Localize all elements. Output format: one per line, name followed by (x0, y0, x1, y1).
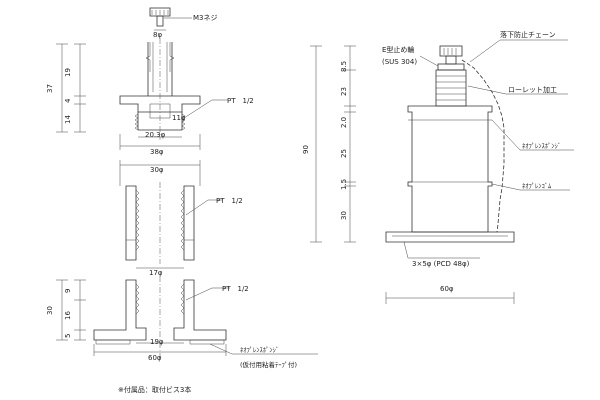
dim-19-phi: 19φ (150, 338, 164, 346)
bolt-holes-label: 3×5φ (PCD 48φ) (412, 260, 470, 268)
assembly-cap (439, 45, 463, 57)
sponge-note-bottom: (仮付用粘着ﾃｰﾌﾟ付) (240, 360, 297, 369)
dim-5: 5 (64, 334, 72, 338)
rubber-label-right: ﾈｵﾌﾟﾚﾝｺﾞﾑ (522, 182, 552, 190)
dim-30-left: 30 (46, 306, 54, 315)
e-ring-label: E型止め輪 (382, 45, 414, 54)
sponge-label-bottom: ﾈｵﾌﾟﾚﾝｽﾎﾟﾝｼﾞ (240, 346, 279, 354)
dim-25: 25 (340, 149, 348, 158)
e-ring-material: (SUS 304) (382, 58, 417, 66)
dim-16: 16 (64, 311, 72, 320)
dim-17-phi: 17φ (149, 269, 163, 277)
pt-label-top: PT 1/2 (227, 97, 254, 105)
dim-1-5: 1.5 (340, 179, 348, 190)
dim-2-0: 2.0 (340, 117, 348, 128)
dim-38-phi: 38φ (150, 148, 164, 156)
assembly-base (385, 231, 515, 243)
knurl-label: ローレット加工 (508, 85, 557, 94)
assembly-view: E型止め輪 (SUS 304) 落下防止チェーン ローレット加工 ﾈｵﾌﾟﾚﾝｽ… (302, 30, 574, 304)
main-cylinder (407, 105, 493, 233)
dim-30-right: 30 (340, 211, 348, 220)
dim-8-phi: 8φ (153, 31, 162, 39)
dim-60-phi-left: 60φ (148, 354, 162, 362)
bottom-flange-section: 17φ PT 1/2 19φ 60φ ﾈｵﾌﾟﾚﾝｽﾎﾟﾝｼﾞ (仮付用粘着ﾃｰ… (46, 267, 318, 369)
top-plug-section: M3ネジ 8φ PT 1/2 11φ 20.3φ 38φ 37 (46, 7, 254, 156)
m3-screw-label: M3ネジ (193, 14, 218, 22)
dim-4: 4 (64, 98, 72, 103)
dim-23: 23 (340, 87, 348, 96)
dim-9: 9 (64, 289, 72, 293)
dim-8-5: 8.5 (340, 61, 348, 72)
pt-label-mid: PT 1/2 (216, 197, 243, 205)
accessory-note: ※付属品：取付ビス3本 (118, 385, 191, 394)
screw-shaft (156, 15, 164, 27)
sponge-label-right: ﾈｵﾌﾟﾚﾝｽﾎﾟﾝｼﾞ (522, 142, 561, 150)
fall-prevention-chain (461, 59, 505, 233)
dim-19: 19 (64, 68, 72, 77)
dim-14: 14 (64, 115, 72, 124)
mid-socket-section: 30φ PT 1/2 (119, 160, 243, 264)
dim-37: 37 (46, 84, 54, 93)
dim-60-phi-right: 60φ (440, 285, 454, 293)
dim-30-phi: 30φ (150, 166, 164, 174)
e-ring (437, 63, 465, 71)
pt-label-bottom: PT 1/2 (222, 285, 249, 293)
chain-label: 落下防止チェーン (500, 30, 556, 39)
dim-11-phi: 11φ (172, 114, 186, 122)
dim-90: 90 (302, 145, 310, 154)
dim-20-3-phi: 20.3φ (145, 131, 166, 139)
